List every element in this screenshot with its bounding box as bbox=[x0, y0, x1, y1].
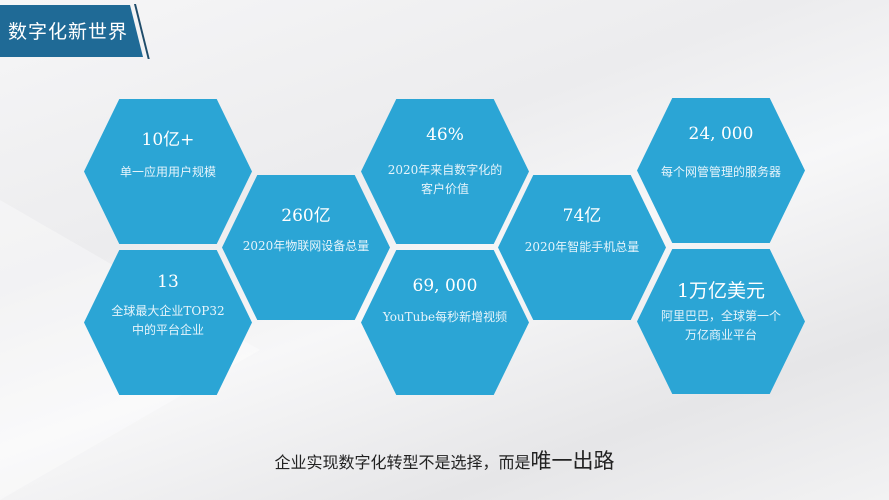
stat-description: 每个网管管理的服务器 bbox=[660, 165, 781, 179]
stat-description: YouTube每秒新增视频 bbox=[382, 310, 508, 324]
conclusion-main: 企业实现数字化转型不是选择，而是 bbox=[274, 453, 531, 472]
stat-hexagon: 13 全球最大企业TOP32中的平台企业 bbox=[84, 250, 252, 395]
stat-description: 2020年来自数字化的客户价值 bbox=[387, 163, 503, 196]
stat-hexagon: 46% 2020年来自数字化的客户价值 bbox=[361, 99, 529, 244]
stat-hexagon: 69, 000 YouTube每秒新增视频 bbox=[361, 250, 529, 395]
stat-hexagon: 74亿 2020年智能手机总量 bbox=[498, 175, 666, 320]
conclusion-emphasis: 唯一出路 bbox=[530, 449, 615, 473]
stat-value: 10亿+ bbox=[141, 130, 195, 150]
stat-value: 46% bbox=[426, 125, 464, 145]
page-title: 数字化新世界 bbox=[8, 21, 129, 43]
title-banner bbox=[0, 5, 143, 57]
stat-description: 2020年智能手机总量 bbox=[524, 240, 640, 254]
stat-description: 2020年物联网设备总量 bbox=[242, 239, 370, 253]
stat-hexagon: 1万亿美元 阿里巴巴，全球第一个万亿商业平台 bbox=[637, 249, 805, 394]
stat-description: 单一应用用户规模 bbox=[119, 165, 216, 179]
conclusion-text: 企业实现数字化转型不是选择，而是唯一出路 bbox=[0, 445, 889, 475]
stat-hexagon: 24, 000 每个网管管理的服务器 bbox=[637, 98, 805, 243]
stat-value: 69, 000 bbox=[412, 276, 478, 296]
stat-value: 1万亿美元 bbox=[676, 280, 766, 302]
stat-value: 13 bbox=[157, 272, 179, 292]
stat-description: 全球最大企业TOP32中的平台企业 bbox=[111, 304, 225, 337]
stat-value: 74亿 bbox=[562, 206, 602, 226]
stat-value: 24, 000 bbox=[688, 124, 754, 144]
stat-hexagon: 260亿 2020年物联网设备总量 bbox=[222, 175, 390, 320]
stat-description: 阿里巴巴，全球第一个万亿商业平台 bbox=[660, 309, 781, 342]
stat-value: 260亿 bbox=[281, 206, 331, 226]
stat-hexagon: 10亿+ 单一应用用户规模 bbox=[84, 99, 252, 244]
